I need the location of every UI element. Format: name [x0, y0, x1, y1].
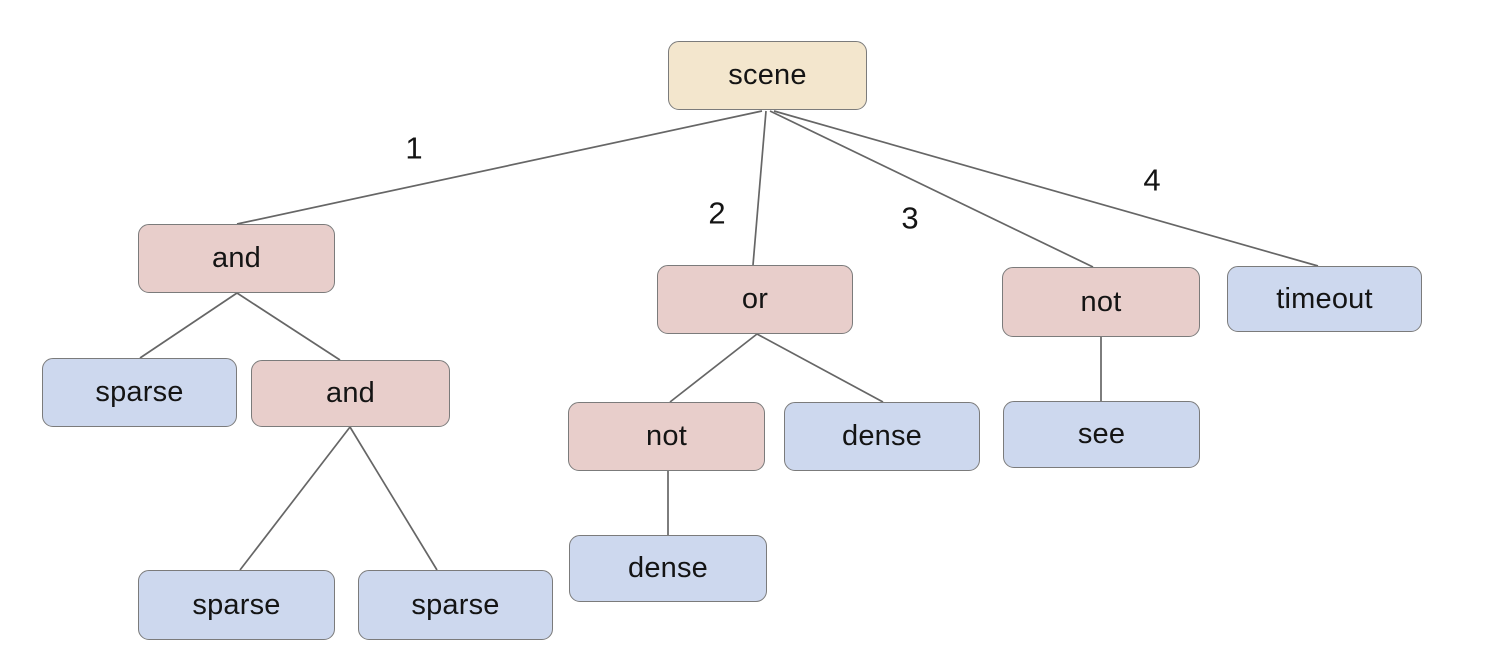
node-label-or-1: or — [741, 283, 769, 315]
edge-and-1-sparse-1 — [139, 292, 238, 359]
edge-and-1-and-2 — [236, 292, 341, 361]
edge-label-3: 3 — [901, 200, 919, 236]
tree-node-and-1: and — [138, 224, 335, 293]
node-label-scene: scene — [728, 59, 807, 91]
tree-node-not-1: not — [1002, 267, 1200, 337]
node-label-and-1: and — [212, 242, 261, 274]
edge-or-1-dense-1 — [756, 333, 884, 403]
tree-node-or-1: or — [657, 265, 853, 334]
edge-label-4: 4 — [1143, 162, 1161, 198]
node-label-sparse-1: sparse — [95, 376, 184, 408]
tree-node-dense-2: dense — [569, 535, 767, 602]
edge-label-2: 2 — [708, 195, 726, 231]
tree-node-sparse-3: sparse — [358, 570, 553, 640]
node-label-see-1: see — [1077, 418, 1126, 450]
tree-node-sparse-1: sparse — [42, 358, 237, 427]
tree-node-not-2: not — [568, 402, 765, 471]
tree-node-scene: scene — [668, 41, 867, 110]
edge-or-1-not-2 — [669, 333, 758, 403]
tree-node-sparse-2: sparse — [138, 570, 335, 640]
edge-label-1: 1 — [405, 130, 423, 166]
edge-scene-or-1 — [752, 110, 767, 266]
tree-node-dense-1: dense — [784, 402, 980, 471]
edge-and-2-sparse-3 — [349, 426, 438, 571]
tree-node-and-2: and — [251, 360, 450, 427]
edge-scene-not-1 — [769, 110, 1094, 268]
tree-node-see-1: see — [1003, 401, 1200, 468]
edge-and-2-sparse-2 — [239, 426, 351, 571]
node-label-and-2: and — [326, 377, 375, 409]
edge-scene-and-1 — [236, 110, 763, 225]
node-label-sparse-3: sparse — [411, 588, 500, 621]
node-label-not-2: not — [646, 420, 687, 452]
node-label-not-1: not — [1080, 285, 1122, 318]
node-label-sparse-2: sparse — [192, 588, 281, 621]
node-label-timeout-1: timeout — [1276, 282, 1373, 315]
node-label-dense-1: dense — [841, 420, 922, 452]
edge-scene-timeout-1 — [773, 110, 1319, 267]
node-label-dense-2: dense — [627, 552, 708, 584]
tree-node-timeout-1: timeout — [1227, 266, 1422, 332]
